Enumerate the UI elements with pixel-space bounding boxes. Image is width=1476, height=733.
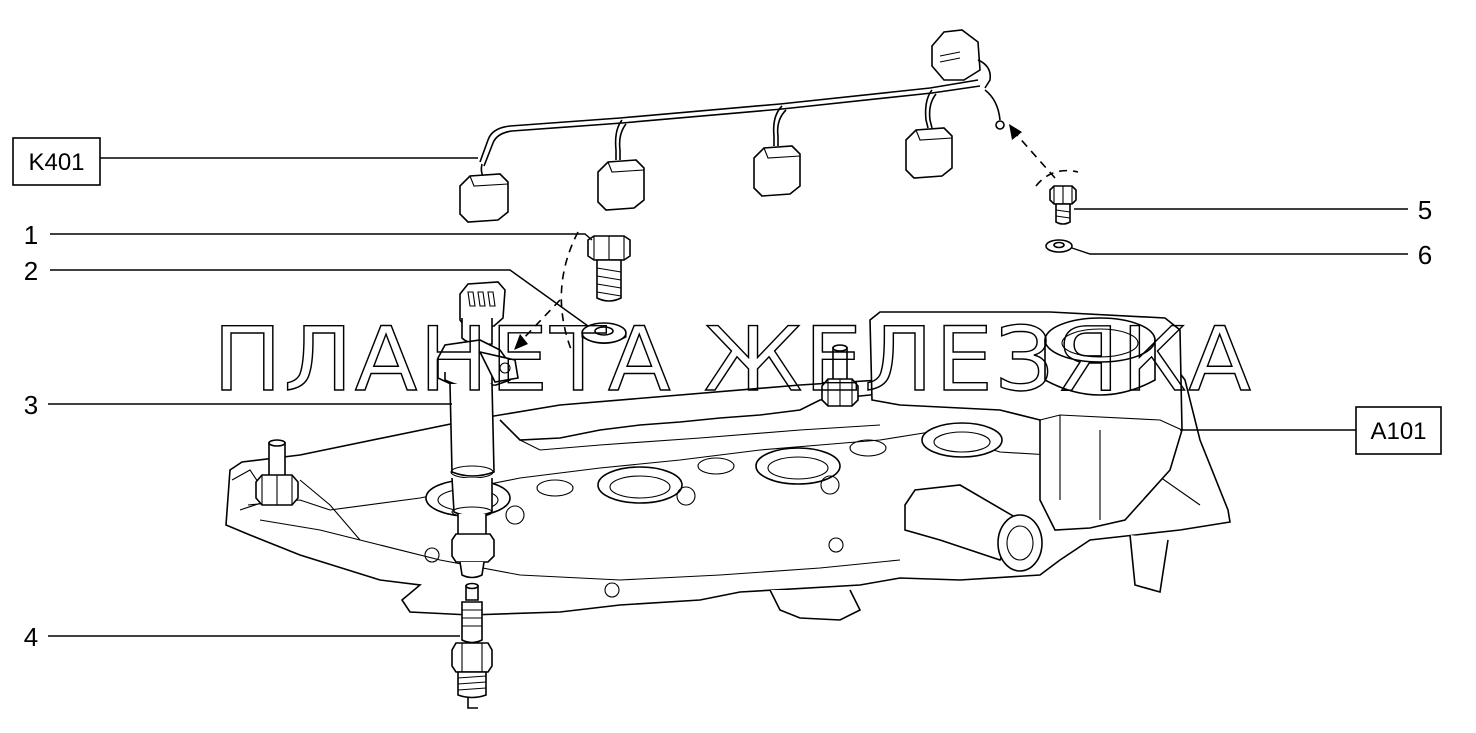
ignition-coil [437, 281, 519, 579]
k401-box [12, 137, 101, 186]
callout-k401: K401 [12, 137, 101, 186]
a101-box [1355, 406, 1442, 455]
assembly-arc-right [1035, 169, 1079, 187]
center-stud [821, 344, 859, 407]
spark-plug [451, 582, 493, 709]
k401-label: K401 [28, 149, 84, 176]
coil-washer [581, 322, 627, 345]
callout-5: 5 [1418, 195, 1432, 225]
assembly-arrow-left [521, 299, 561, 341]
callout-3: 3 [24, 390, 38, 420]
a101-label: A101 [1370, 418, 1426, 445]
ground-washer [1045, 239, 1073, 253]
callout-6: 6 [1418, 240, 1432, 270]
wiring-harness [459, 29, 1005, 223]
callout-4: 4 [24, 622, 38, 652]
assembly-arrow-right [1015, 133, 1056, 179]
leader-lines [48, 157, 1408, 637]
callout-1: 1 [24, 220, 38, 250]
ground-bolt [1049, 185, 1077, 225]
coil-bolt [587, 235, 631, 302]
left-stud [255, 439, 299, 506]
arrowhead-left [514, 334, 528, 350]
arrowhead-right [1009, 124, 1022, 140]
callout-2: 2 [24, 256, 38, 286]
callout-a101: A101 [1355, 406, 1442, 455]
assembly-arc-left [560, 231, 579, 353]
watermark-text: ПЛАНЕТА ЖЕЛЕЗЯКА [213, 308, 1253, 411]
